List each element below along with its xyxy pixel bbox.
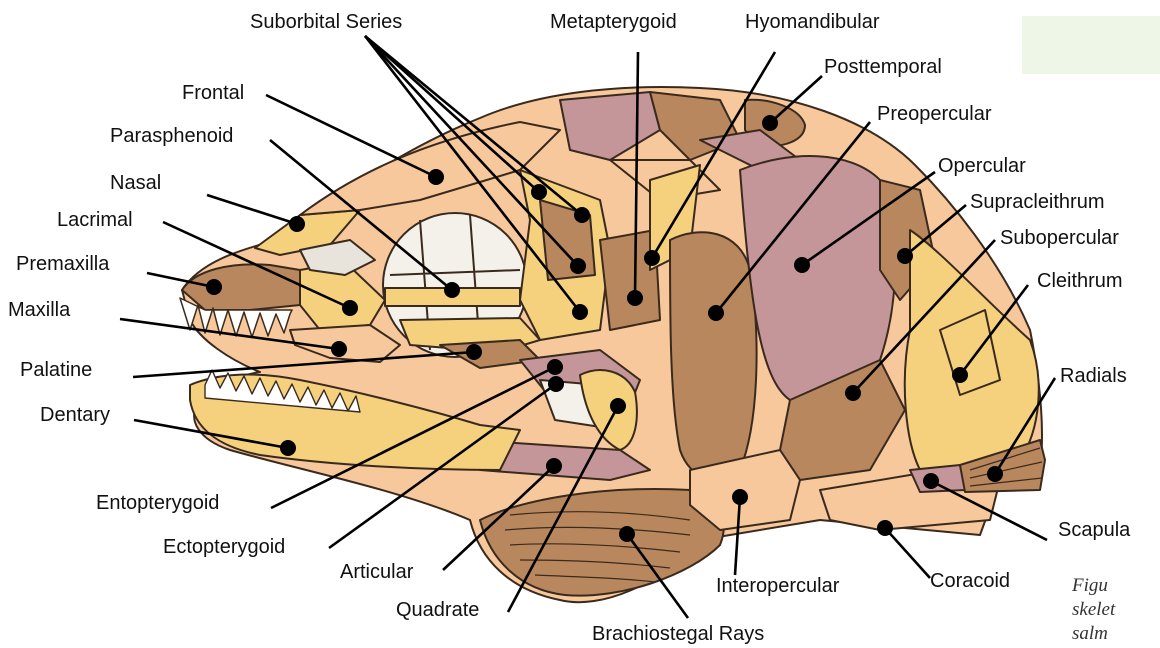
label-metapterygoid: Metapterygoid <box>550 11 677 33</box>
label-palatine: Palatine <box>20 359 92 381</box>
label-parasphenoid: Parasphenoid <box>110 125 233 147</box>
dot-scapula <box>923 473 939 489</box>
dot-subopercular <box>845 385 861 401</box>
label-radials: Radials <box>1060 365 1127 387</box>
label-maxilla: Maxilla <box>8 299 70 321</box>
caption-line-3: salm <box>1072 622 1115 646</box>
preopercular-bone <box>670 232 757 480</box>
dot-maxilla <box>331 341 347 357</box>
dot-lacrimal <box>342 300 358 316</box>
dot-supracleithrum <box>897 248 913 264</box>
label-preopercular: Preopercular <box>877 103 992 125</box>
leader-frontal <box>266 95 436 177</box>
dot-ectopterygoid <box>548 376 564 392</box>
label-opercular: Opercular <box>938 155 1026 177</box>
label-ectopterygoid: Ectopterygoid <box>163 536 285 558</box>
dot-articular <box>546 458 562 474</box>
dot-posttemporal <box>762 115 778 131</box>
dot-dentary <box>280 440 296 456</box>
dot-interopercular <box>732 489 748 505</box>
label-coracoid: Coracoid <box>930 570 1010 592</box>
dot-premaxilla <box>206 279 222 295</box>
label-posttemporal: Posttemporal <box>824 56 942 78</box>
label-interopercular: Interopercular <box>716 575 839 597</box>
dot-hyomandibular <box>644 250 660 266</box>
dot-nasal <box>289 216 305 232</box>
caption-line-1: Figu <box>1072 574 1115 598</box>
leader-nasal <box>207 195 297 224</box>
label-premaxilla: Premaxilla <box>16 253 109 275</box>
label-entopterygoid: Entopterygoid <box>96 492 219 514</box>
label-subopercular: Subopercular <box>1000 227 1119 249</box>
label-hyomandibular: Hyomandibular <box>745 11 880 33</box>
caption-line-2: skelet <box>1072 598 1115 622</box>
label-nasal: Nasal <box>110 172 161 194</box>
dot-quadrate <box>610 398 626 414</box>
dot-suborbital-4 <box>572 304 588 320</box>
dot-parasphenoid <box>444 282 460 298</box>
dot-metapterygoid <box>627 290 643 306</box>
dot-opercular <box>794 257 810 273</box>
dot-palatine <box>466 344 482 360</box>
label-brachiostegal-rays: Brachiostegal Rays <box>592 623 764 645</box>
dot-radials <box>987 466 1003 482</box>
dot-suborbital-3 <box>570 258 586 274</box>
label-dentary: Dentary <box>40 404 110 426</box>
dot-suborbital-2 <box>574 207 590 223</box>
label-lacrimal: Lacrimal <box>57 209 133 231</box>
dot-cleithrum <box>952 367 968 383</box>
dot-frontal <box>428 169 444 185</box>
label-articular: Articular <box>340 561 413 583</box>
dot-brachiostegal <box>619 526 635 542</box>
dot-suborbital-1 <box>531 184 547 200</box>
label-cleithrum: Cleithrum <box>1037 270 1123 292</box>
label-frontal: Frontal <box>182 82 244 104</box>
dot-entopterygoid <box>547 359 563 375</box>
label-suborbital-series: Suborbital Series <box>250 11 402 33</box>
label-supracleithrum: Supracleithrum <box>970 191 1105 213</box>
dot-preopercular <box>708 305 724 321</box>
figure-caption: Figu skelet salm <box>1072 574 1115 646</box>
label-scapula: Scapula <box>1058 519 1130 541</box>
label-quadrate: Quadrate <box>396 599 479 621</box>
leader-coracoid <box>885 528 930 578</box>
dot-coracoid <box>877 520 893 536</box>
